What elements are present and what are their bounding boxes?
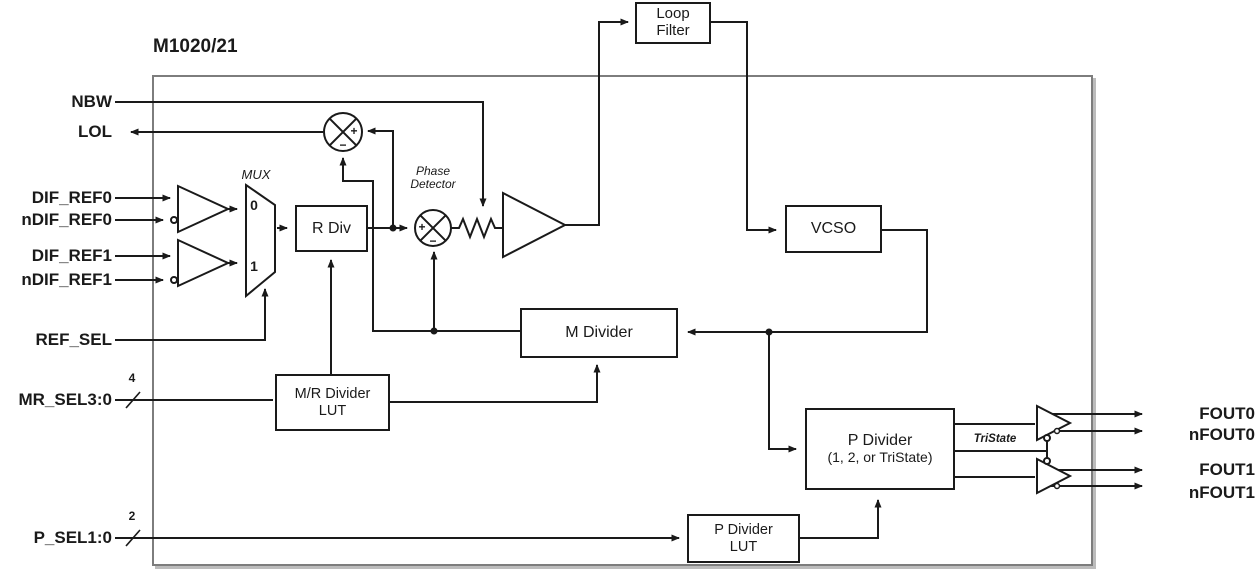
loop-filter-label-2: Filter	[656, 22, 690, 39]
r-div-label: R Div	[311, 219, 352, 237]
p-divider-label-1: P Divider	[847, 432, 913, 450]
m-divider-block: M Divider	[520, 308, 678, 358]
chip-title: M1020/21	[153, 36, 238, 57]
p-lut-label-1: P Divider	[714, 522, 773, 539]
vcso-block: VCSO	[785, 205, 882, 253]
port-label-nfout0: nFOUT0	[1188, 425, 1255, 444]
bus-width-p-sel: 2	[128, 509, 136, 523]
port-label-fout1: FOUT1	[1199, 460, 1255, 479]
p-divider-label-2: (1, 2, or TriState)	[827, 449, 933, 466]
pd-minus-sign: −	[429, 234, 437, 248]
port-label-ndif-ref1: nDIF_REF1	[21, 270, 112, 289]
tristate-label: TriState	[973, 433, 1017, 445]
port-label-nfout1: nFOUT1	[1188, 483, 1255, 502]
port-label-lol: LOL	[78, 122, 112, 141]
p-lut-label-2: LUT	[729, 538, 758, 555]
loop-filter-label-1: Loop	[656, 5, 690, 23]
mr-lut-label-2: LUT	[318, 402, 347, 419]
r-div-block: R Div	[295, 205, 368, 252]
port-label-p-sel: P_SEL1:0	[33, 528, 112, 547]
port-label-ref-sel: REF_SEL	[35, 330, 112, 349]
mux-input0-label: 0	[250, 197, 258, 213]
vcso-label: VCSO	[810, 220, 857, 238]
mr-divider-lut-block: M/R Divider LUT	[275, 374, 390, 431]
mux-label: MUX	[241, 167, 271, 182]
p-divider-lut-block: P Divider LUT	[687, 514, 800, 563]
lol-mixer-minus-sign: −	[339, 138, 347, 152]
m-divider-label: M Divider	[565, 324, 633, 342]
port-label-ndif-ref0: nDIF_REF0	[21, 210, 112, 229]
mux-input1-label: 1	[250, 258, 258, 274]
phase-detector-label-2: Detector	[410, 177, 456, 191]
port-label-mr-sel: MR_SEL3:0	[18, 390, 112, 409]
port-label-dif-ref1: DIF_REF1	[31, 246, 112, 265]
bus-width-mr-sel: 4	[128, 371, 136, 385]
phase-detector-label: Phase Detector	[391, 165, 475, 191]
port-label-dif-ref0: DIF_REF0	[31, 188, 112, 207]
loop-filter-block: Loop Filter	[635, 2, 711, 44]
pd-plus-sign: +	[418, 220, 426, 234]
p-divider-block: P Divider (1, 2, or TriState)	[805, 408, 955, 490]
port-label-fout0: FOUT0	[1199, 404, 1255, 423]
lol-mixer-plus-sign: +	[350, 124, 358, 138]
mr-lut-label-1: M/R Divider	[294, 386, 371, 403]
port-label-nbw: NBW	[71, 92, 112, 111]
